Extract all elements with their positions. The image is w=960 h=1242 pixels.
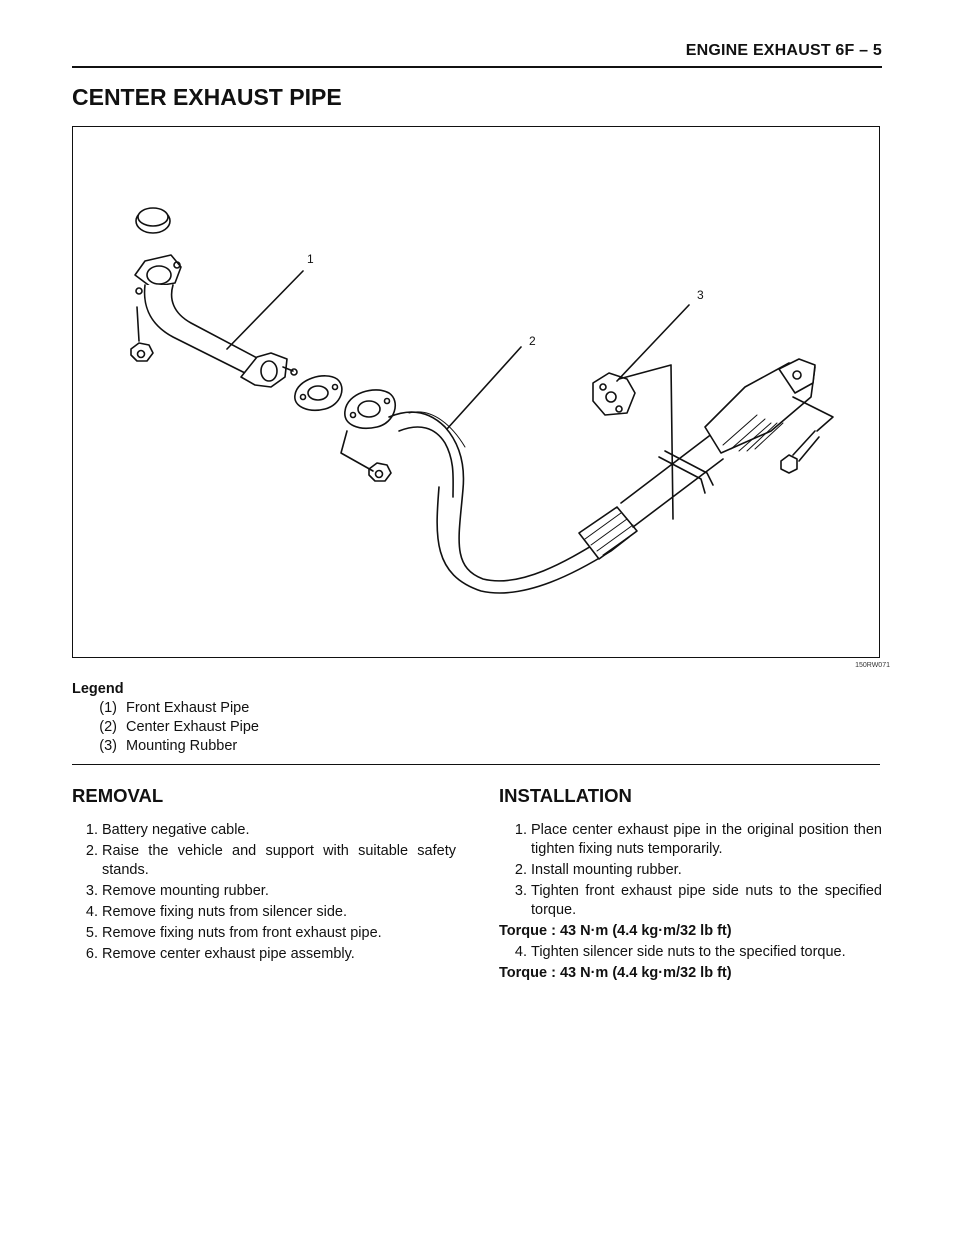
installation-step: 3.Tighten front exhaust pipe side nuts t… xyxy=(499,882,882,920)
page-title: CENTER EXHAUST PIPE xyxy=(72,84,342,110)
legend-item-number: (1) xyxy=(99,700,117,716)
callout-1: 1 xyxy=(307,252,314,266)
step-text: Place center exhaust pipe in the origina… xyxy=(531,822,882,857)
nut-left-part xyxy=(130,306,154,362)
legend-title: Legend xyxy=(72,681,124,697)
step-text: Install mounting rubber. xyxy=(531,862,682,878)
callout-3: 3 xyxy=(697,288,704,302)
legend-item-number: (2) xyxy=(99,719,117,735)
installation-step: 2.Install mounting rubber. xyxy=(499,861,882,880)
step-number: 2. xyxy=(514,862,527,878)
rubber-cap-part xyxy=(135,207,171,234)
legend-item-number: (3) xyxy=(99,738,117,754)
removal-heading: REMOVAL xyxy=(72,785,164,806)
legend-item-label: Center Exhaust Pipe xyxy=(126,719,259,735)
torque-spec: Torque : 43 N·m (4.4 kg·m/32 lb ft) xyxy=(499,965,732,981)
leader-line-2 xyxy=(446,346,522,430)
step-number: 1. xyxy=(85,822,98,838)
removal-step: 1.Battery negative cable. xyxy=(72,821,456,840)
leader-line-3 xyxy=(616,304,690,382)
legend: Legend (1) Front Exhaust Pipe (2) Center E… xyxy=(72,680,259,756)
torque-spec: Torque : 43 N·m (4.4 kg·m/32 lb ft) xyxy=(499,923,732,939)
bolt-part xyxy=(780,396,834,474)
figure-id: 150RW071 xyxy=(855,662,890,669)
gasket-part xyxy=(294,375,343,411)
step-number: 4. xyxy=(85,904,98,920)
nut-center-part xyxy=(340,430,392,482)
step-number: 3. xyxy=(514,883,527,899)
leader-line-1 xyxy=(226,270,304,350)
front-exhaust-pipe-part xyxy=(134,254,298,388)
legend-item: (3) Mounting Rubber xyxy=(72,737,259,756)
center-exhaust-pipe-part xyxy=(344,358,816,594)
mounting-rubber-part xyxy=(592,364,674,520)
legend-item: (1) Front Exhaust Pipe xyxy=(72,699,259,718)
step-number: 5. xyxy=(85,925,98,941)
legend-item-label: Mounting Rubber xyxy=(126,738,238,754)
section-divider xyxy=(72,764,880,765)
removal-section: REMOVAL 1.Battery negative cable. 2.Rais… xyxy=(72,786,456,966)
header-title: ENGINE EXHAUST 6F – 5 xyxy=(685,42,882,59)
step-text: Remove fixing nuts from silencer side. xyxy=(102,904,347,920)
step-text: Remove fixing nuts from front exhaust pi… xyxy=(102,925,382,941)
exhaust-diagram: 1 2 3 xyxy=(72,126,880,658)
step-text: Battery negative cable. xyxy=(102,822,250,838)
step-number: 2. xyxy=(85,843,98,859)
callout-2: 2 xyxy=(529,334,536,348)
installation-step: 1.Place center exhaust pipe in the origi… xyxy=(499,821,882,859)
removal-step: 5.Remove fixing nuts from front exhaust … xyxy=(72,924,456,943)
step-text: Remove mounting rubber. xyxy=(102,883,269,899)
step-text: Tighten silencer side nuts to the specif… xyxy=(531,944,846,960)
installation-step: 4.Tighten silencer side nuts to the spec… xyxy=(499,943,882,962)
removal-step: 6.Remove center exhaust pipe assembly. xyxy=(72,945,456,964)
step-number: 3. xyxy=(85,883,98,899)
legend-item-label: Front Exhaust Pipe xyxy=(126,700,250,716)
exhaust-illustration: 1 2 3 xyxy=(130,207,834,594)
removal-step: 2.Raise the vehicle and support with sui… xyxy=(72,842,456,880)
step-text: Remove center exhaust pipe assembly. xyxy=(102,946,355,962)
installation-section: INSTALLATION 1.Place center exhaust pipe… xyxy=(499,786,882,985)
step-text: Tighten front exhaust pipe side nuts to … xyxy=(531,883,882,918)
step-number: 4. xyxy=(514,944,527,960)
step-number: 6. xyxy=(85,946,98,962)
removal-step: 3.Remove mounting rubber. xyxy=(72,882,456,901)
removal-step: 4.Remove fixing nuts from silencer side. xyxy=(72,903,456,922)
page-header: ENGINE EXHAUST 6F – 5 xyxy=(72,42,882,68)
installation-heading: INSTALLATION xyxy=(499,785,632,806)
legend-item: (2) Center Exhaust Pipe xyxy=(72,718,259,737)
step-number: 1. xyxy=(514,822,527,838)
step-text: Raise the vehicle and support with suita… xyxy=(102,843,456,878)
